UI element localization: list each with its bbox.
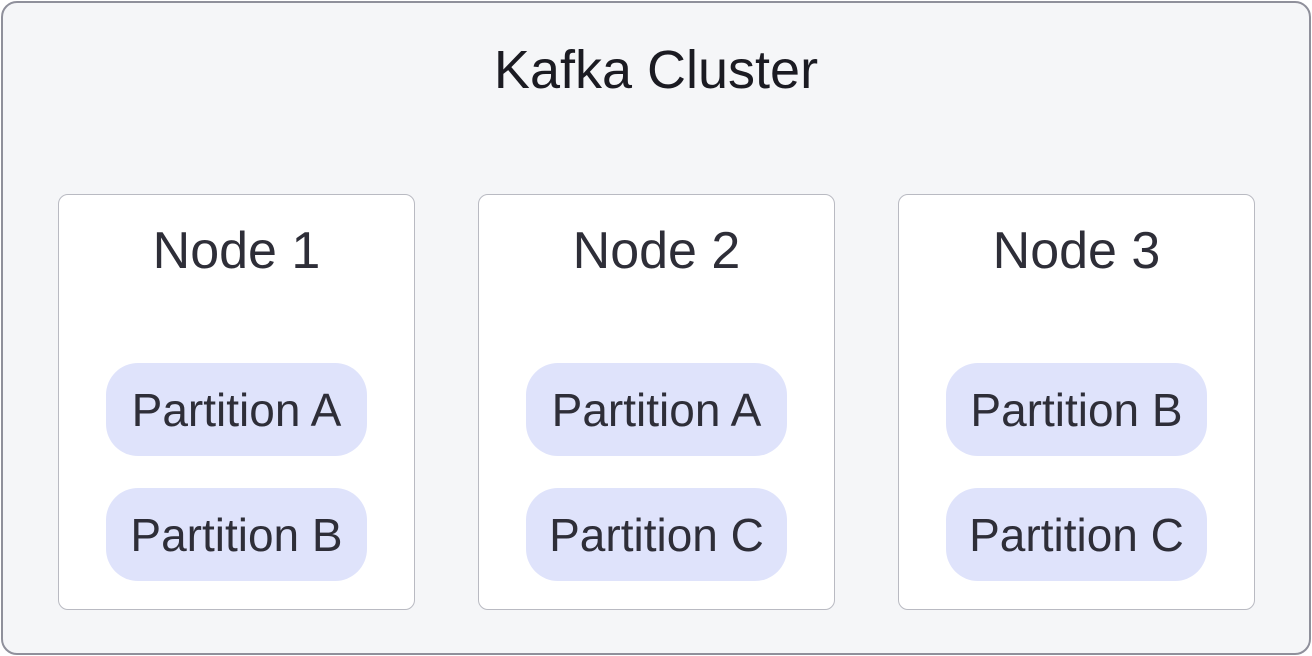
nodes-row: Node 1 Partition A Partition B Node 2 Pa… [58, 194, 1255, 610]
node-box-1: Node 1 Partition A Partition B [58, 194, 415, 610]
diagram-title: Kafka Cluster [493, 40, 819, 100]
node-box-3: Node 3 Partition B Partition C [898, 194, 1255, 610]
node-title: Node 2 [572, 222, 741, 280]
partition-pill: Partition B [106, 488, 367, 581]
partitions-list: Partition A Partition B [106, 363, 367, 581]
partition-pill: Partition A [526, 363, 787, 456]
partition-pill: Partition B [946, 363, 1207, 456]
partition-pill: Partition C [526, 488, 787, 581]
node-title: Node 1 [152, 222, 321, 280]
partitions-list: Partition A Partition C [526, 363, 787, 581]
node-title: Node 3 [992, 222, 1161, 280]
partition-pill: Partition A [106, 363, 367, 456]
partition-pill: Partition C [946, 488, 1207, 581]
partitions-list: Partition B Partition C [946, 363, 1207, 581]
node-box-2: Node 2 Partition A Partition C [478, 194, 835, 610]
